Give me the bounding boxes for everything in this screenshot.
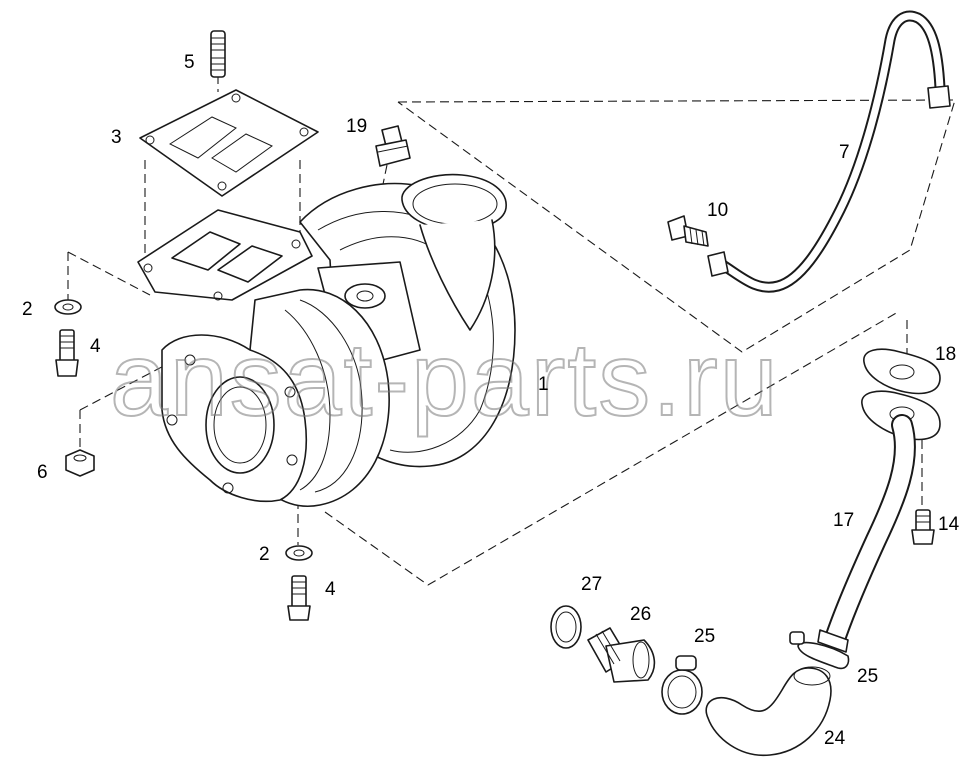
turbocharger-part-1 bbox=[137, 173, 516, 507]
assembly-guide-lines bbox=[67, 75, 956, 586]
callout-6: 6 bbox=[37, 462, 48, 483]
clamp-part-25-right bbox=[789, 631, 850, 670]
hose-part-24 bbox=[705, 666, 832, 757]
callout-17: 17 bbox=[833, 510, 854, 531]
adapter-part-10 bbox=[667, 215, 709, 247]
connector-part-26 bbox=[587, 627, 656, 683]
callout-4-lower: 4 bbox=[325, 579, 336, 600]
pipe-part-7 bbox=[707, 10, 951, 293]
pipe-part-17 bbox=[817, 414, 916, 653]
callout-2-lower: 2 bbox=[259, 544, 270, 565]
callout-27: 27 bbox=[581, 574, 602, 595]
seal-ring-part-27 bbox=[550, 605, 582, 649]
stud-part-5 bbox=[210, 30, 226, 78]
gasket-part-3 bbox=[139, 89, 319, 197]
callout-25-left: 25 bbox=[694, 626, 715, 647]
callout-5: 5 bbox=[184, 52, 195, 73]
fitting-part-19 bbox=[375, 125, 411, 167]
clamp-part-25-left bbox=[661, 655, 703, 715]
callout-3: 3 bbox=[111, 127, 122, 148]
bolt-part-4-lower bbox=[287, 575, 311, 621]
callout-4-upper: 4 bbox=[90, 336, 101, 357]
callout-7: 7 bbox=[839, 142, 850, 163]
callout-1: 1 bbox=[538, 374, 549, 395]
callout-18: 18 bbox=[935, 344, 956, 365]
callout-10: 10 bbox=[707, 200, 728, 221]
nut-part-6 bbox=[65, 449, 95, 477]
callout-26: 26 bbox=[630, 604, 651, 625]
callout-2-upper: 2 bbox=[22, 299, 33, 320]
callout-25-right: 25 bbox=[857, 666, 878, 687]
callout-labels: 1 2 2 3 4 4 5 6 7 10 14 17 18 19 24 25 2… bbox=[22, 52, 960, 749]
washer-part-2-lower bbox=[285, 545, 313, 561]
bolt-part-4-upper bbox=[55, 329, 79, 377]
callout-24: 24 bbox=[824, 728, 846, 749]
callout-19: 19 bbox=[346, 116, 367, 137]
watermark-text: ansat-parts.ru bbox=[110, 322, 780, 438]
bolt-part-14 bbox=[911, 509, 935, 545]
callout-14: 14 bbox=[938, 514, 960, 535]
washer-part-2-upper bbox=[54, 299, 82, 315]
